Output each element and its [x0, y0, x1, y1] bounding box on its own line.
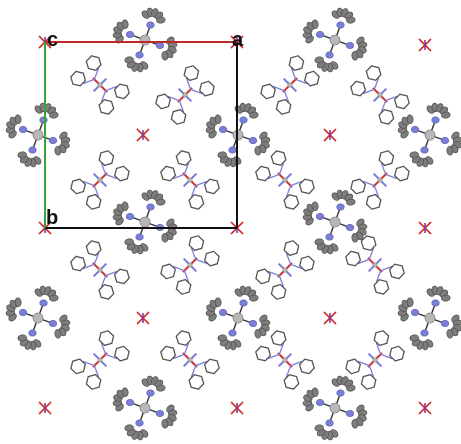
ellipsoid-cation: [302, 7, 368, 73]
ellipsoid-cation: [302, 189, 368, 255]
ellipsoid-cation: [5, 285, 71, 351]
ellipsoid-cation: [205, 102, 271, 168]
pyridyl-complex-layer: [70, 55, 410, 390]
metal-center: [32, 129, 44, 141]
pyridyl-complex: [160, 330, 220, 390]
perchlorate-anion: [323, 311, 337, 325]
pyridyl-complex: [255, 330, 315, 390]
pyridyl-complex: [70, 55, 130, 115]
ellipsoid-cation: [397, 285, 461, 351]
pyridyl-complex: [350, 150, 410, 210]
pyridyl-complex: [350, 65, 410, 125]
perchlorate-anion: [230, 401, 244, 415]
ellipsoid-cation: [397, 102, 461, 168]
ellipsoid-cation: [205, 285, 271, 351]
c-axis-label: c: [47, 29, 58, 51]
pyridyl-complex: [160, 150, 220, 210]
pyridyl-complex: [255, 240, 315, 300]
perchlorate-anion: [323, 128, 337, 142]
ellipsoid-cation: [112, 7, 178, 73]
metal-center: [329, 402, 341, 414]
pyridyl-complex: [260, 55, 320, 115]
metal-center: [139, 402, 151, 414]
pyridyl-complex: [255, 150, 315, 210]
metal-center: [329, 34, 341, 46]
pyridyl-complex: [70, 150, 130, 210]
ellipsoid-cation: [112, 189, 178, 255]
ellipsoid-cation: [302, 375, 368, 441]
ellipsoid-cation-layer: [5, 7, 461, 441]
metal-center: [232, 312, 244, 324]
ellipsoid-cation: [5, 102, 71, 168]
metal-center: [424, 312, 436, 324]
perchlorate-anion: [38, 401, 52, 415]
pyridyl-complex: [70, 330, 130, 390]
pyridyl-complex: [155, 65, 215, 125]
metal-center: [139, 34, 151, 46]
metal-center: [32, 312, 44, 324]
perchlorate-anion: [136, 311, 150, 325]
a-axis-label: a: [232, 29, 244, 51]
perchlorate-anion: [418, 38, 432, 52]
pyridyl-complex: [160, 235, 220, 295]
b-axis-label: b: [46, 207, 58, 229]
pyridyl-complex: [70, 240, 130, 300]
perchlorate-anion: [418, 221, 432, 235]
perchlorate-anion: [136, 128, 150, 142]
unit-cell: c a b: [44, 29, 244, 229]
metal-center: [424, 129, 436, 141]
pyridyl-complex: [345, 330, 405, 390]
ellipsoid-cation: [112, 375, 178, 441]
metal-center: [139, 216, 151, 228]
metal-center: [329, 216, 341, 228]
perchlorate-anion: [418, 401, 432, 415]
pyridyl-complex: [345, 235, 405, 295]
